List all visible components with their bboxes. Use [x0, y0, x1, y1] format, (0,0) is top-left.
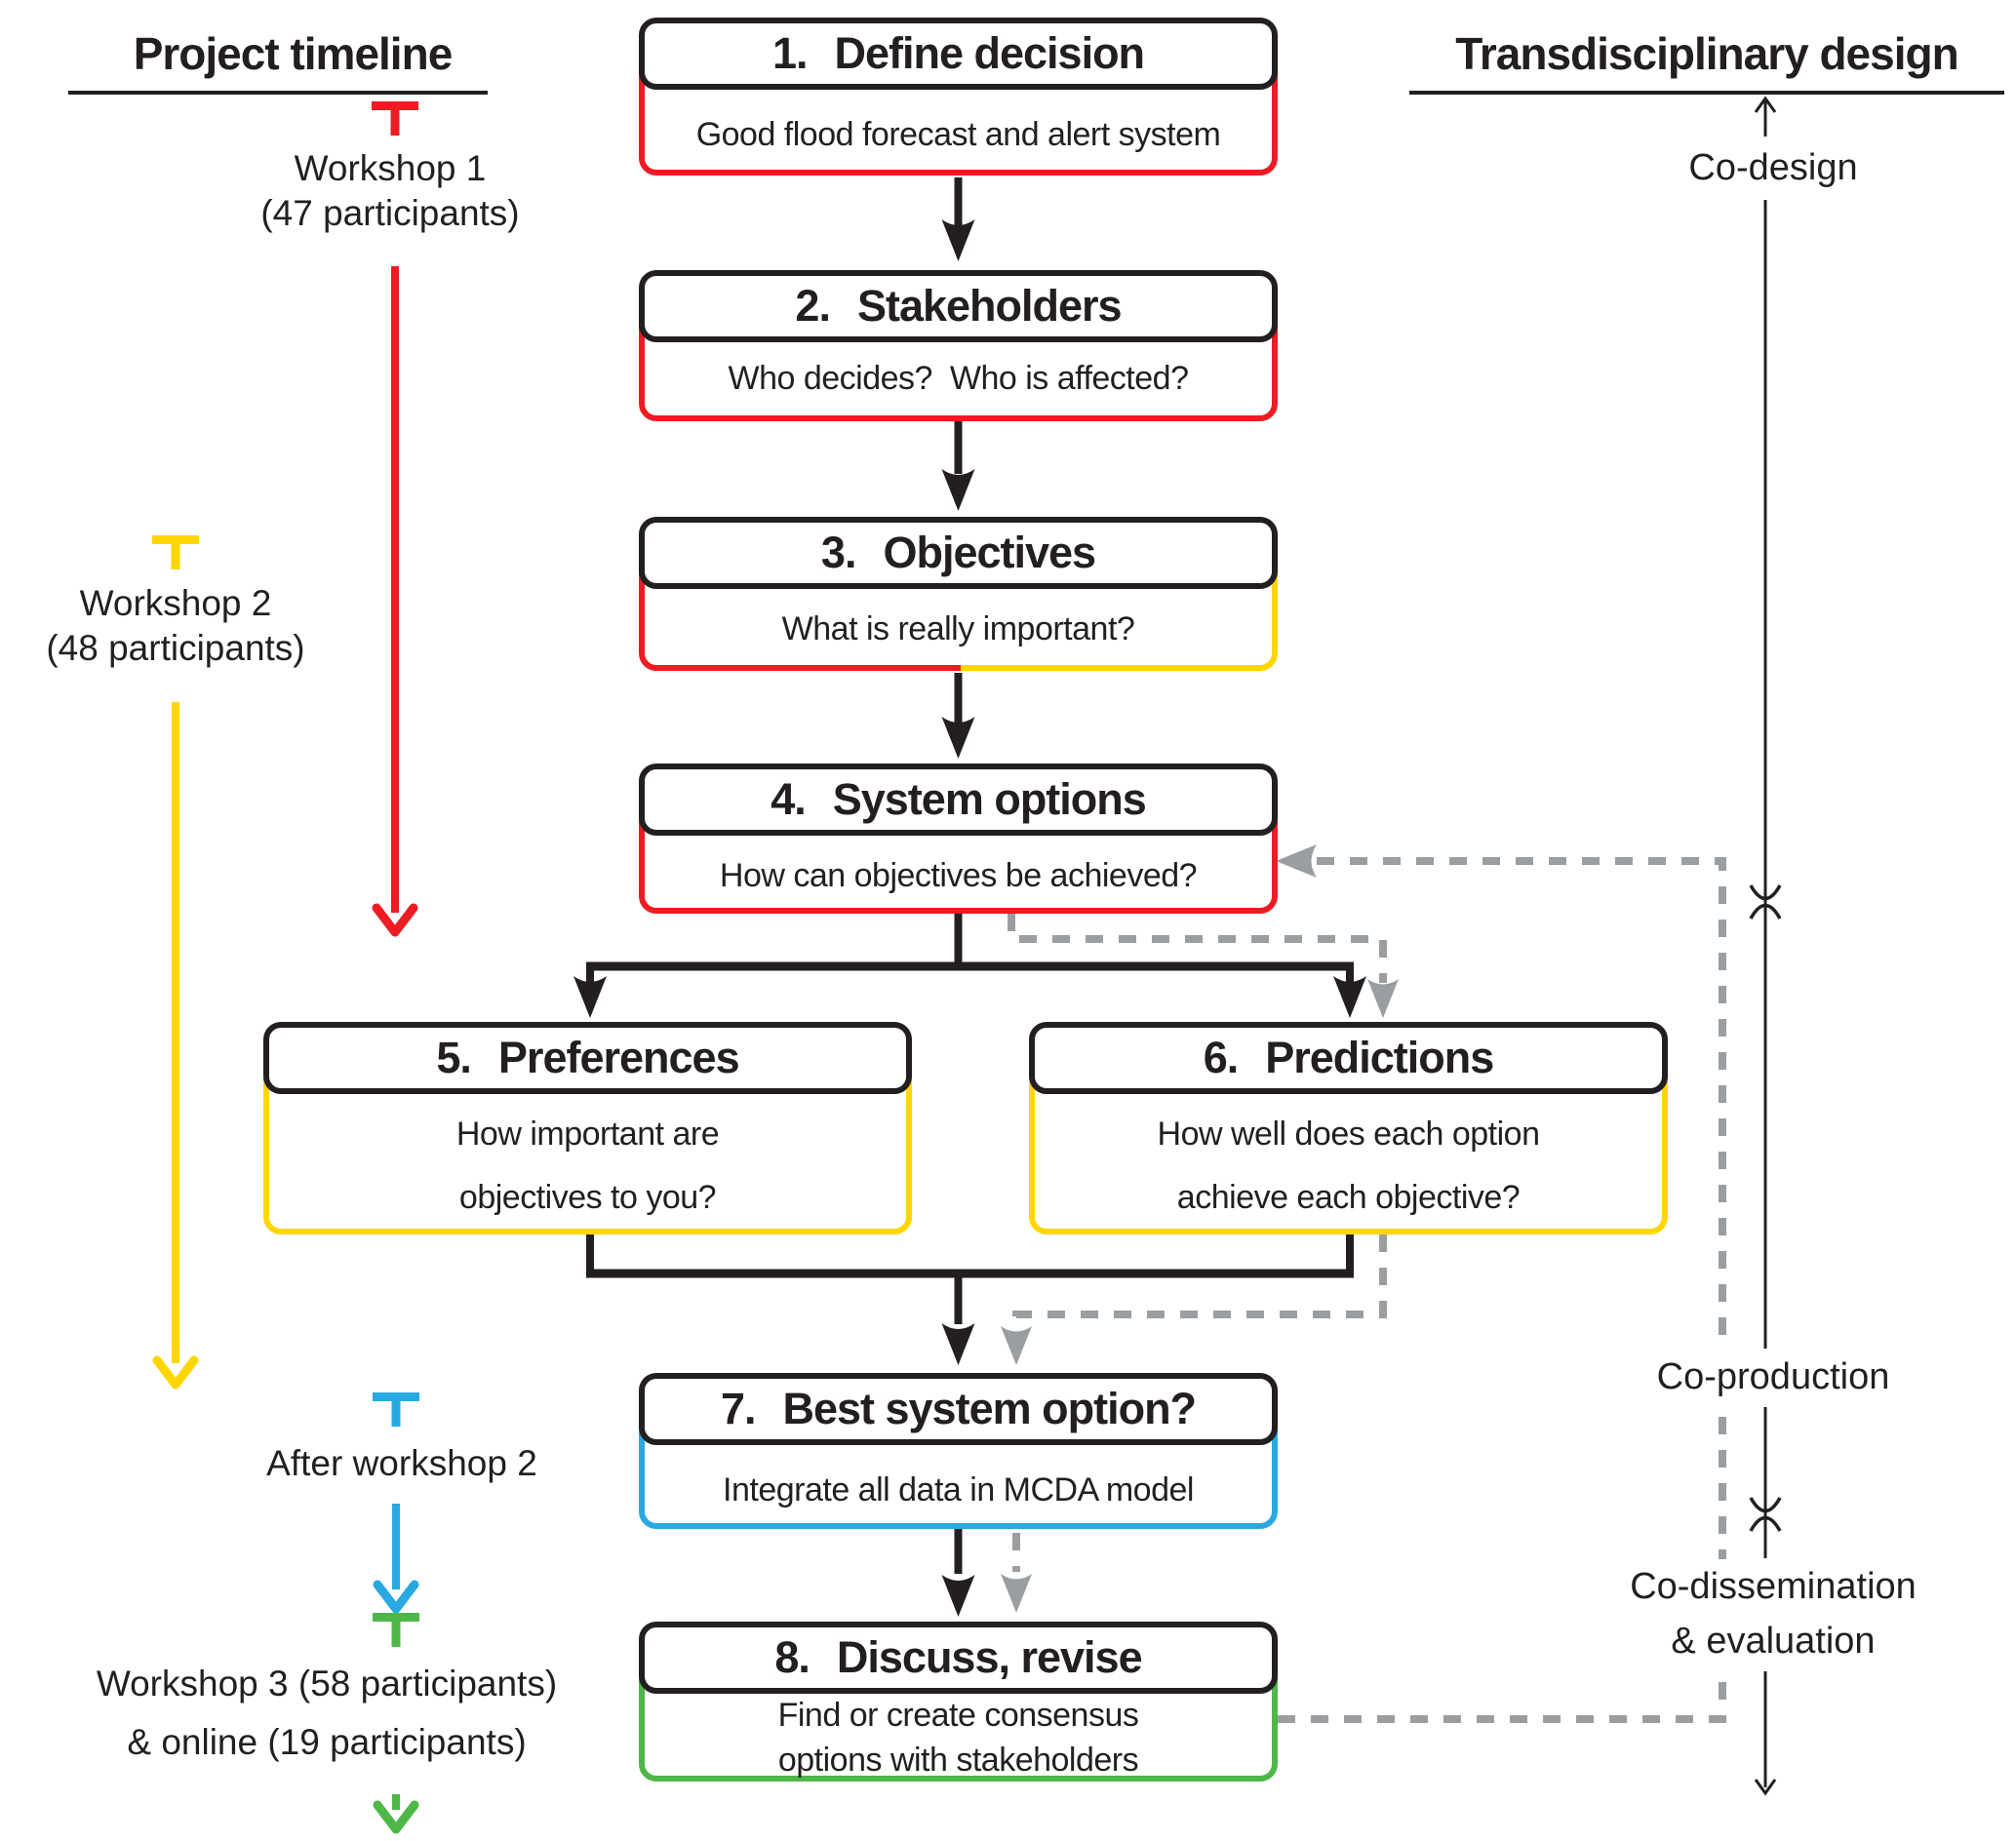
step-title-text: Discuss, revise [836, 1632, 1143, 1682]
step-5-subtitle-line2: objectives to you? [458, 1179, 717, 1216]
step-3-subtitle: What is really important? [781, 610, 1135, 647]
timeline-label-workshop3: Workshop 3 (58 participants) & online (1… [24, 1662, 629, 1765]
left-column-header: Project timeline [133, 28, 454, 79]
step-8-title: 8. Discuss, revise [774, 1632, 1143, 1683]
phase-axis-line [1754, 96, 1777, 1796]
arrowhead-to-step5 [573, 976, 607, 1018]
phase-label-line: & evaluation [1671, 1621, 1876, 1662]
phase-arrow-up-icon [1754, 96, 1777, 113]
step-8-header: 8. Discuss, revise [639, 1622, 1278, 1694]
step-title-text: Stakeholders [856, 281, 1123, 331]
step-title-text: Predictions [1265, 1033, 1494, 1082]
phase-label-line: Co-dissemination [1630, 1566, 1917, 1607]
step-5-header: 5. Preferences [263, 1022, 912, 1094]
after-workshop2-chevron-icon [373, 1580, 419, 1614]
step-1-subtitle: Good flood forecast and alert system [695, 116, 1221, 153]
step-2-header: 2. Stakeholders [639, 270, 1278, 342]
after-workshop2-tick-stem [391, 1401, 401, 1427]
workshop2-chevron-icon [152, 1355, 199, 1390]
timeline-label-line: & online (19 participants) [127, 1722, 527, 1762]
step-7-title: 7. Best system option? [720, 1384, 1197, 1434]
arrowhead-step1-step2 [941, 219, 975, 261]
step-7-subtitle: Integrate all data in MCDA model [723, 1471, 1194, 1508]
step-number: 7. [720, 1384, 757, 1433]
step-number: 5. [436, 1033, 472, 1082]
phase-label-line: Co-design [1688, 147, 1858, 188]
step-4-header: 4. System options [639, 764, 1278, 836]
timeline-after-workshop2-arrow [373, 1392, 419, 1614]
arrowhead-to-step6 [1333, 976, 1366, 1018]
step-number: 6. [1203, 1033, 1240, 1082]
step-number: 1. [771, 28, 809, 78]
step-2-subtitle: Who decides? Who is affected? [728, 360, 1189, 397]
timeline-label-after-workshop2: After workshop 2 [178, 1441, 626, 1486]
phase-arrow-down-icon [1754, 1779, 1777, 1796]
workshop3-tick-icon [373, 1613, 419, 1622]
arrowhead-step2-step3 [941, 469, 975, 511]
step-8-subtitle-line2: options with stakeholders [777, 1742, 1139, 1779]
feedback-step6-to-step7 [1012, 1234, 1387, 1324]
arrowhead-to-step7 [941, 1323, 975, 1365]
gray-arrowhead-into-step4 [1276, 844, 1317, 878]
timeline-label-line: Workshop 2 [79, 583, 272, 623]
step-number: 2. [795, 281, 831, 331]
phase-label-co-dissemination: Co-dissemination & evaluation [1551, 1559, 1996, 1668]
step-3-title: 3. Objectives [820, 528, 1096, 578]
step-7-header: 7. Best system option? [639, 1373, 1278, 1445]
gray-arrowhead-into-step8 [1001, 1574, 1032, 1613]
feedback-step4-to-step6 [1008, 914, 1387, 983]
timeline-label-workshop1: Workshop 1 (47 participants) [166, 146, 614, 236]
timeline-label-line: Workshop 1 [294, 148, 487, 188]
timeline-label-line: Workshop 3 (58 participants) [96, 1664, 558, 1704]
step-5-title: 5. Preferences [436, 1033, 740, 1083]
phase-break-icon [1749, 1497, 1782, 1532]
step-1-header: 1. Define decision [639, 18, 1278, 90]
step-title-text: System options [832, 774, 1147, 824]
gray-arrowhead-into-step7 [1001, 1326, 1032, 1365]
gray-arrowhead-into-step6 [1367, 979, 1399, 1018]
phase-breaks [1749, 884, 1782, 1532]
workshop2-tick-icon [152, 535, 199, 544]
timeline-label-line: (48 participants) [46, 628, 305, 668]
workshop1-tick-stem [390, 110, 400, 136]
phase-label-co-design: Co-design [1570, 140, 1976, 195]
step-8-subtitle-line1: Find or create consensus [777, 1697, 1139, 1734]
timeline-label-line: After workshop 2 [266, 1443, 537, 1483]
left-header-underline [68, 91, 488, 95]
step-4-title: 4. System options [771, 774, 1147, 825]
workshop3-tick-stem [391, 1622, 401, 1647]
workshop3-chevron-icon [373, 1800, 419, 1834]
step-title-text: Best system option? [782, 1384, 1197, 1433]
phase-label-co-production: Co-production [1570, 1350, 1976, 1404]
step-number: 3. [820, 528, 857, 577]
right-header-underline [1409, 91, 2004, 95]
step-3-header: 3. Objectives [639, 517, 1278, 589]
step-title-text: Preferences [497, 1033, 740, 1082]
timeline-label-line: (47 participants) [260, 193, 520, 233]
step-6-subtitle-line1: How well does each option [1157, 1116, 1540, 1153]
phase-label-line: Co-production [1656, 1356, 1890, 1397]
step-6-header: 6. Predictions [1029, 1022, 1668, 1094]
step-2-title: 2. Stakeholders [795, 281, 1123, 332]
phase-break-icon [1749, 884, 1782, 920]
step-5-subtitle-line1: How important are [455, 1116, 720, 1153]
step-6-subtitle-line2: achieve each objective? [1176, 1179, 1521, 1216]
right-column-header: Transdisciplinary design [1455, 28, 1958, 79]
after-workshop2-tick-icon [373, 1392, 419, 1401]
arrowhead-step3-step4 [941, 717, 975, 759]
step-1-title: 1. Define decision [771, 28, 1145, 79]
step-6-title: 6. Predictions [1203, 1033, 1495, 1083]
step-title-text: Define decision [834, 28, 1145, 78]
step-4-subtitle: How can objectives be achieved? [719, 857, 1198, 894]
step-number: 8. [774, 1632, 810, 1682]
workshop1-tick-icon [372, 101, 418, 110]
workshop1-chevron-icon [372, 903, 418, 937]
arrowhead-step7-step8 [941, 1575, 975, 1617]
step-title-text: Objectives [883, 528, 1096, 577]
workshop2-tick-stem [171, 544, 180, 569]
timeline-label-workshop2: Workshop 2 (48 participants) [0, 581, 351, 671]
step-number: 4. [771, 774, 807, 824]
